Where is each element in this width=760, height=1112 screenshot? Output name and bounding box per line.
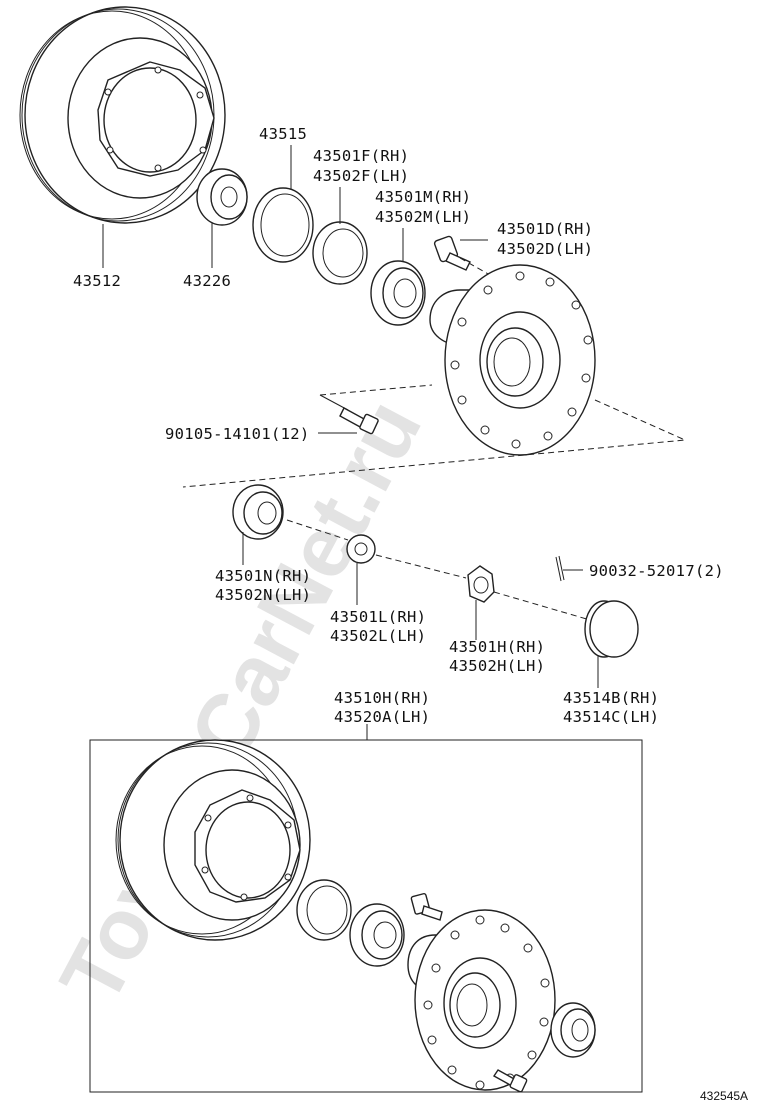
label-hub-bolt-lh: 43502D(LH) xyxy=(497,240,593,258)
label-bearing-outer-lh: 43502M(LH) xyxy=(375,208,471,226)
assembly-disc-bolt xyxy=(492,1069,528,1093)
assembly-rotor xyxy=(115,739,311,941)
assembly-hub-bolt xyxy=(410,892,443,921)
label-disc-bolt: 90105-14101(12) xyxy=(165,425,309,443)
castle-nut xyxy=(467,565,495,603)
assembly-inner-bearing xyxy=(550,1002,596,1058)
label-grease-cap-rh: 43514B(RH) xyxy=(563,689,659,707)
label-hub-bolt-rh: 43501D(RH) xyxy=(497,220,593,238)
assembly-outer-bearing xyxy=(349,903,405,967)
sensor-rotor xyxy=(252,187,314,263)
figure-id: 432545A xyxy=(700,1089,748,1103)
label-oil-seal: 43226 xyxy=(183,272,231,290)
outer-bearing xyxy=(370,260,426,326)
disc-bolt xyxy=(339,407,379,435)
label-washer-lh: 43502L(LH) xyxy=(330,627,426,645)
washer xyxy=(346,534,376,564)
oil-seal xyxy=(196,168,248,226)
label-nut-lh: 43502H(LH) xyxy=(449,657,545,675)
label-outer-seal-rh: 43501F(RH) xyxy=(313,147,409,165)
label-sensor-rotor: 43515 xyxy=(259,125,307,143)
label-rotor: 43512 xyxy=(73,272,121,290)
outer-seal xyxy=(312,221,368,285)
label-washer-rh: 43501L(RH) xyxy=(330,608,426,626)
label-bearing-outer-rh: 43501M(RH) xyxy=(375,188,471,206)
assembly-frame xyxy=(89,739,643,1093)
assembly-seal xyxy=(296,879,352,941)
hub-bolt xyxy=(433,235,471,271)
label-bearing-inner-lh: 43502N(LH) xyxy=(215,586,311,604)
label-bearing-inner-rh: 43501N(RH) xyxy=(215,567,311,585)
inner-bearing xyxy=(232,484,284,540)
label-nut-rh: 43501H(RH) xyxy=(449,638,545,656)
label-assembly-rh: 43510H(RH) xyxy=(334,689,430,707)
label-cotter-pin: 90032-52017(2) xyxy=(589,562,724,580)
label-outer-seal-lh: 43502F(LH) xyxy=(313,167,409,185)
wheel-hub xyxy=(429,264,596,456)
cotter-pin xyxy=(555,555,565,582)
label-assembly-lh: 43520A(LH) xyxy=(334,708,430,726)
brake-rotor xyxy=(19,6,226,224)
assembly-hub xyxy=(407,909,556,1091)
grease-cap xyxy=(584,600,639,658)
label-grease-cap-lh: 43514C(LH) xyxy=(563,708,659,726)
